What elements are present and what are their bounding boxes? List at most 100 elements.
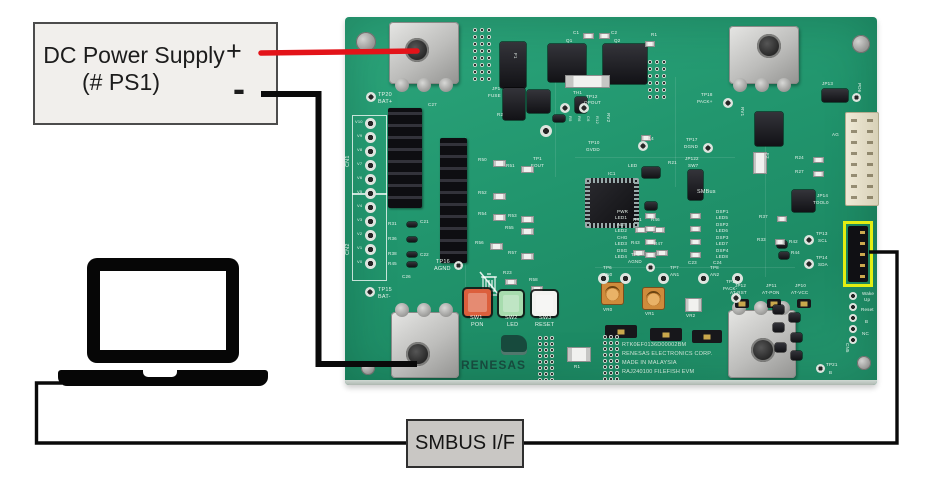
silkscreen-label: FOUT bbox=[531, 163, 545, 168]
via-hole bbox=[487, 70, 491, 74]
via-hole bbox=[487, 56, 491, 60]
silkscreen-label: AT-VCC bbox=[791, 290, 809, 295]
silkscreen-label: R14 bbox=[645, 136, 654, 141]
silkscreen-label: DGND bbox=[684, 144, 699, 149]
laptop-base bbox=[58, 370, 268, 386]
silkscreen-label: JP14 bbox=[817, 193, 829, 198]
silkscreen-label: V3 bbox=[357, 217, 363, 222]
pack-plus-terminal bbox=[729, 26, 799, 92]
silkscreen-label: F2 bbox=[765, 153, 770, 159]
via-hole bbox=[473, 77, 477, 81]
test-point bbox=[579, 103, 589, 113]
silkscreen-label: JP11 bbox=[766, 283, 777, 288]
silkscreen-label: V6 bbox=[357, 175, 363, 180]
via-hole bbox=[473, 28, 477, 32]
board-id-text-line: RTK0EF0136D00002BM bbox=[622, 342, 687, 348]
chip-part bbox=[503, 88, 525, 120]
silkscreen-label: CN5 bbox=[845, 343, 850, 353]
silkscreen-label: LED7 bbox=[716, 241, 729, 246]
via-hole bbox=[655, 67, 659, 71]
silkscreen-label: AN1 bbox=[670, 272, 680, 277]
pcb-edge bbox=[345, 380, 877, 385]
silkscreen-label: R54 bbox=[478, 211, 487, 216]
silkscreen-label: JP12 bbox=[735, 283, 747, 288]
silkscreen-label: AG bbox=[832, 132, 839, 137]
silkscreen-label: R27 bbox=[795, 169, 804, 174]
silkscreen-label: LED bbox=[628, 163, 638, 168]
via-hole bbox=[655, 74, 659, 78]
silkscreen-label: C22 bbox=[420, 252, 429, 257]
via-hole bbox=[473, 42, 477, 46]
smd-part bbox=[641, 135, 651, 141]
via-hole bbox=[473, 35, 477, 39]
silkscreen-label: R6 bbox=[577, 116, 582, 122]
silkscreen-label: V5 bbox=[357, 189, 363, 194]
silkscreen-label: C2 bbox=[611, 30, 618, 35]
test-point bbox=[560, 103, 570, 113]
smd-part bbox=[493, 214, 506, 221]
terminal-lug bbox=[755, 78, 769, 92]
via-hole bbox=[655, 95, 659, 99]
silkscreen-label: R38 bbox=[388, 251, 397, 256]
silkscreen-label: R37 bbox=[759, 214, 768, 219]
silkscreen-label: R36 bbox=[388, 236, 397, 241]
test-point bbox=[638, 141, 648, 151]
silkscreen-label: AN2 bbox=[710, 272, 720, 277]
silkscreen-label: Up bbox=[864, 297, 871, 302]
silkscreen-label: V9 bbox=[357, 133, 363, 138]
chip-part bbox=[527, 90, 550, 113]
silkscreen-label: SW2 bbox=[505, 315, 518, 321]
silkscreen-label: Q1 bbox=[566, 38, 573, 43]
mcu-chip bbox=[585, 178, 639, 228]
pcb-trace bbox=[575, 157, 735, 158]
silkscreen-label: AN0 bbox=[603, 272, 613, 277]
chip-part bbox=[500, 42, 526, 88]
silkscreen-label: TP10 bbox=[588, 140, 600, 145]
test-point bbox=[703, 143, 713, 153]
positive-sign: + bbox=[226, 36, 242, 66]
silkscreen-label: CN2 bbox=[345, 243, 351, 255]
silkscreen-label: R50 bbox=[478, 157, 487, 162]
test-point bbox=[804, 235, 814, 245]
chip-part bbox=[755, 112, 783, 146]
silkscreen-label: V10 bbox=[355, 119, 363, 124]
smd-part bbox=[753, 152, 767, 174]
pcb-trace bbox=[675, 77, 676, 187]
via-hole bbox=[487, 35, 491, 39]
board-id-text-line: RENESAS ELECTRONICS CORP. bbox=[622, 351, 713, 357]
silkscreen-label: DSP3 bbox=[716, 235, 729, 240]
chip-part bbox=[688, 170, 703, 200]
via-hole bbox=[487, 77, 491, 81]
supply-label-line1: DC Power Supply bbox=[43, 42, 225, 68]
board-id-text-line: RAJ240100 FILEFISH EVM bbox=[622, 369, 695, 375]
via-hole bbox=[480, 28, 484, 32]
silkscreen-label: V4 bbox=[357, 203, 363, 208]
terminal-lug bbox=[777, 78, 791, 92]
silkscreen-label: C1 bbox=[573, 30, 580, 35]
silkscreen-label: TP16 bbox=[436, 259, 450, 265]
silkscreen-label: SDA bbox=[818, 262, 828, 267]
silkscreen-label: C26 bbox=[402, 274, 411, 279]
silkscreen-label: SMBus bbox=[697, 189, 716, 195]
silkscreen-label: SW7 bbox=[688, 163, 699, 168]
laptop-icon bbox=[87, 258, 239, 363]
silkscreen-label: ALT bbox=[617, 222, 626, 227]
silkscreen-label: PWR bbox=[617, 209, 629, 214]
bat-plus-terminal bbox=[389, 22, 459, 92]
smbus-interface-box: SMBUS I/F bbox=[406, 419, 524, 468]
via-hole bbox=[662, 88, 666, 92]
silkscreen-label: R53 bbox=[508, 213, 517, 218]
silkscreen-label: R45 bbox=[388, 261, 397, 266]
chip-part bbox=[822, 89, 848, 102]
silkscreen-label: R43 bbox=[631, 240, 640, 245]
silkscreen-label: R47 bbox=[654, 241, 663, 246]
silkscreen-label: V7 bbox=[357, 161, 363, 166]
silkscreen-label: RV2 bbox=[606, 113, 611, 123]
silkscreen-label: CN1 bbox=[345, 155, 351, 167]
silkscreen-label: SW3 bbox=[539, 315, 552, 321]
chip-part bbox=[642, 167, 660, 178]
silkscreen-label: R2 bbox=[497, 112, 504, 117]
smd-part bbox=[645, 239, 656, 245]
smd-part bbox=[490, 243, 503, 250]
